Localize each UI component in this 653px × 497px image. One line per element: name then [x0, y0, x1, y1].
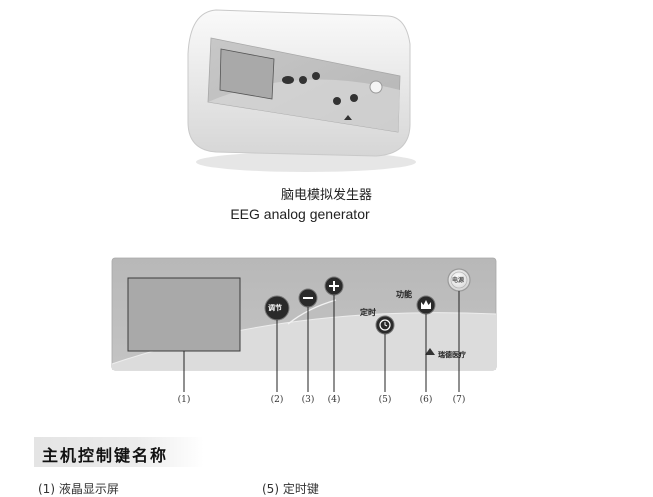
device-photo	[187, 9, 416, 172]
device-caption-en: EEG analog generator	[230, 206, 370, 222]
callout-6: (6)	[419, 395, 433, 405]
callout-4: (4)	[327, 395, 341, 405]
callout-2: (2)	[270, 395, 284, 405]
callout-5: (5)	[378, 395, 392, 405]
brand-text: 瑞德医疗	[438, 351, 466, 359]
section-heading-text: 主机控制键名称	[42, 446, 169, 465]
callout-3: (3)	[301, 395, 315, 405]
brand-logo-icon	[425, 348, 435, 355]
device-caption-cn: 脑电模拟发生器	[280, 188, 372, 203]
timer-label: 定时	[360, 308, 376, 317]
callout-1: (1)	[177, 395, 191, 405]
function-label: 功能	[396, 290, 412, 299]
power-label: 电源	[452, 277, 465, 284]
adjust-label: 调节	[268, 304, 282, 312]
lcd-screen	[127, 277, 241, 352]
callout-7: (7)	[452, 395, 466, 405]
control-panel-diagram	[111, 257, 497, 392]
section-heading: 主机控制键名称	[34, 437, 204, 467]
